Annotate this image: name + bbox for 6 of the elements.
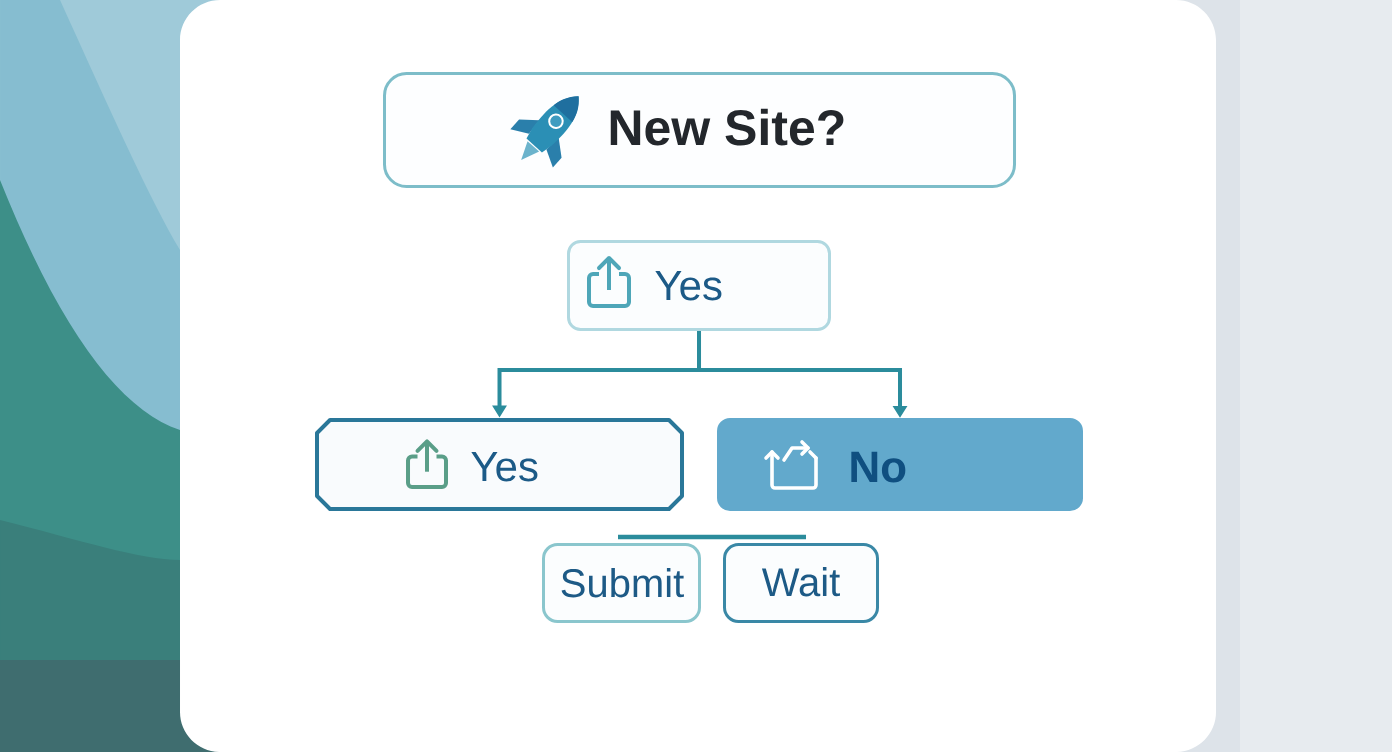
option-box: Yes (567, 240, 831, 331)
action-box: Submit (542, 543, 701, 623)
option-box: Yes (315, 418, 684, 511)
action-box: Wait (723, 543, 879, 623)
option-box: No (717, 418, 1083, 511)
question-box: New Site? (383, 72, 1016, 188)
